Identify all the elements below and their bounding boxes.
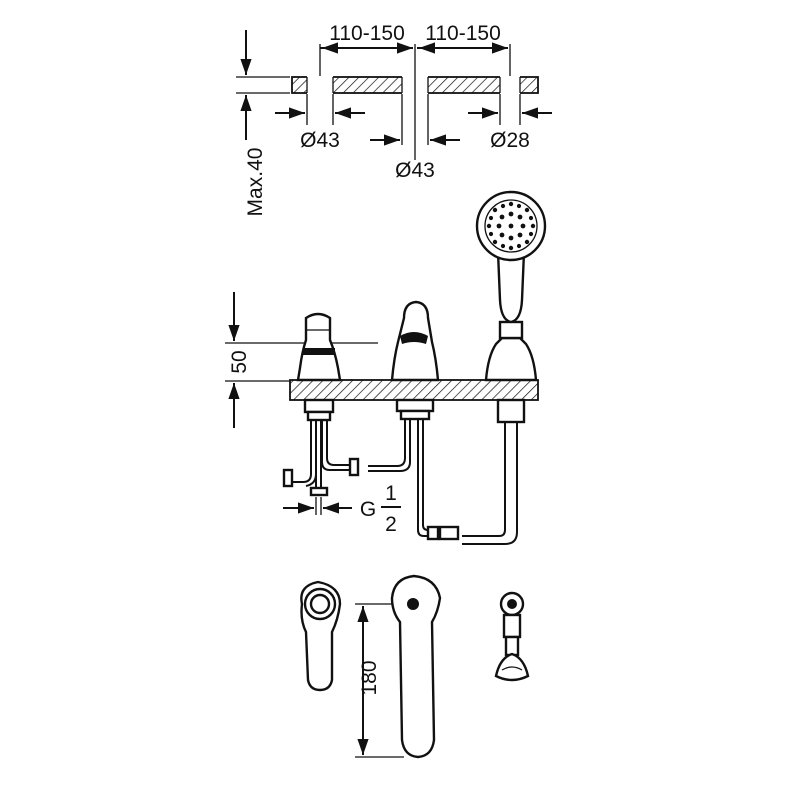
spout-plan xyxy=(390,574,442,759)
hole-right xyxy=(500,76,520,94)
deck-section xyxy=(289,379,539,401)
valve-handle-plan xyxy=(300,580,342,692)
side-elevation: 50 G 1 2 xyxy=(225,190,547,545)
plan-view: 180 xyxy=(300,574,530,759)
height-label: 50 xyxy=(228,350,251,373)
spout-supply-pipes xyxy=(368,419,460,541)
spacing-right-label: 110-150 xyxy=(425,22,501,45)
spout-side xyxy=(390,300,440,421)
valve-handle-side xyxy=(296,312,342,422)
thread-prefix-label: G xyxy=(360,498,376,521)
supply-pipes-left xyxy=(282,420,360,497)
thread-denominator-label: 2 xyxy=(385,513,397,536)
deck-hole-layout: 110-150 110-150 Ø43 Ø43 Ø28 Max.40 xyxy=(236,22,552,216)
hole-left xyxy=(307,76,333,94)
shower-nozzles xyxy=(486,201,536,251)
hole-right-diameter-label: Ø28 xyxy=(490,129,530,152)
hole-center-diameter-label: Ø43 xyxy=(395,159,435,182)
hand-shower-plan xyxy=(494,591,530,682)
max-thickness-label: Max.40 xyxy=(244,148,267,217)
hole-left-diameter-label: Ø43 xyxy=(300,129,340,152)
hand-shower-side xyxy=(475,190,547,424)
thread-numerator-label: 1 xyxy=(385,482,397,505)
spacing-left-label: 110-150 xyxy=(329,22,405,45)
spout-reach-label: 180 xyxy=(358,660,381,695)
hose xyxy=(462,422,518,545)
